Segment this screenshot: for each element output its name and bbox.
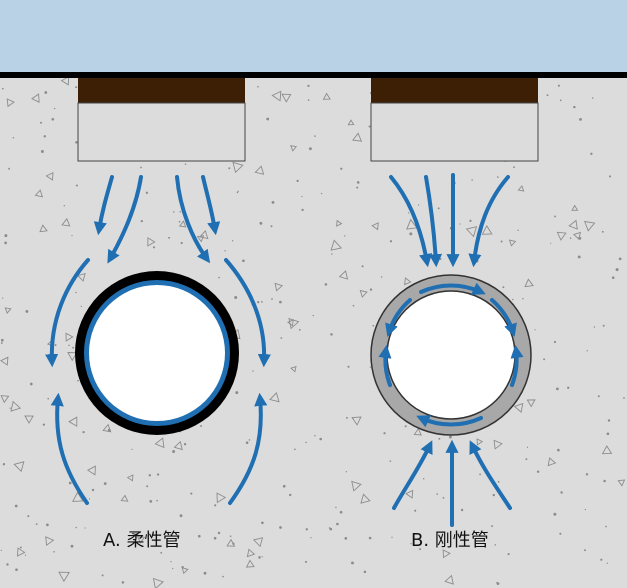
load-pad-left — [77, 78, 246, 162]
flexible-load-arrows — [45, 175, 271, 505]
rigid-load-arrows — [389, 173, 512, 527]
flexible-pipe-label: A. 柔性管 — [103, 530, 180, 551]
rigid-pipe — [370, 274, 532, 436]
ground-surface-line — [0, 72, 627, 78]
sky — [0, 0, 627, 73]
load-pad-right — [370, 78, 539, 162]
rigid-pipe-label: B. 刚性管 — [411, 530, 489, 551]
flexible-pipe — [75, 271, 239, 435]
